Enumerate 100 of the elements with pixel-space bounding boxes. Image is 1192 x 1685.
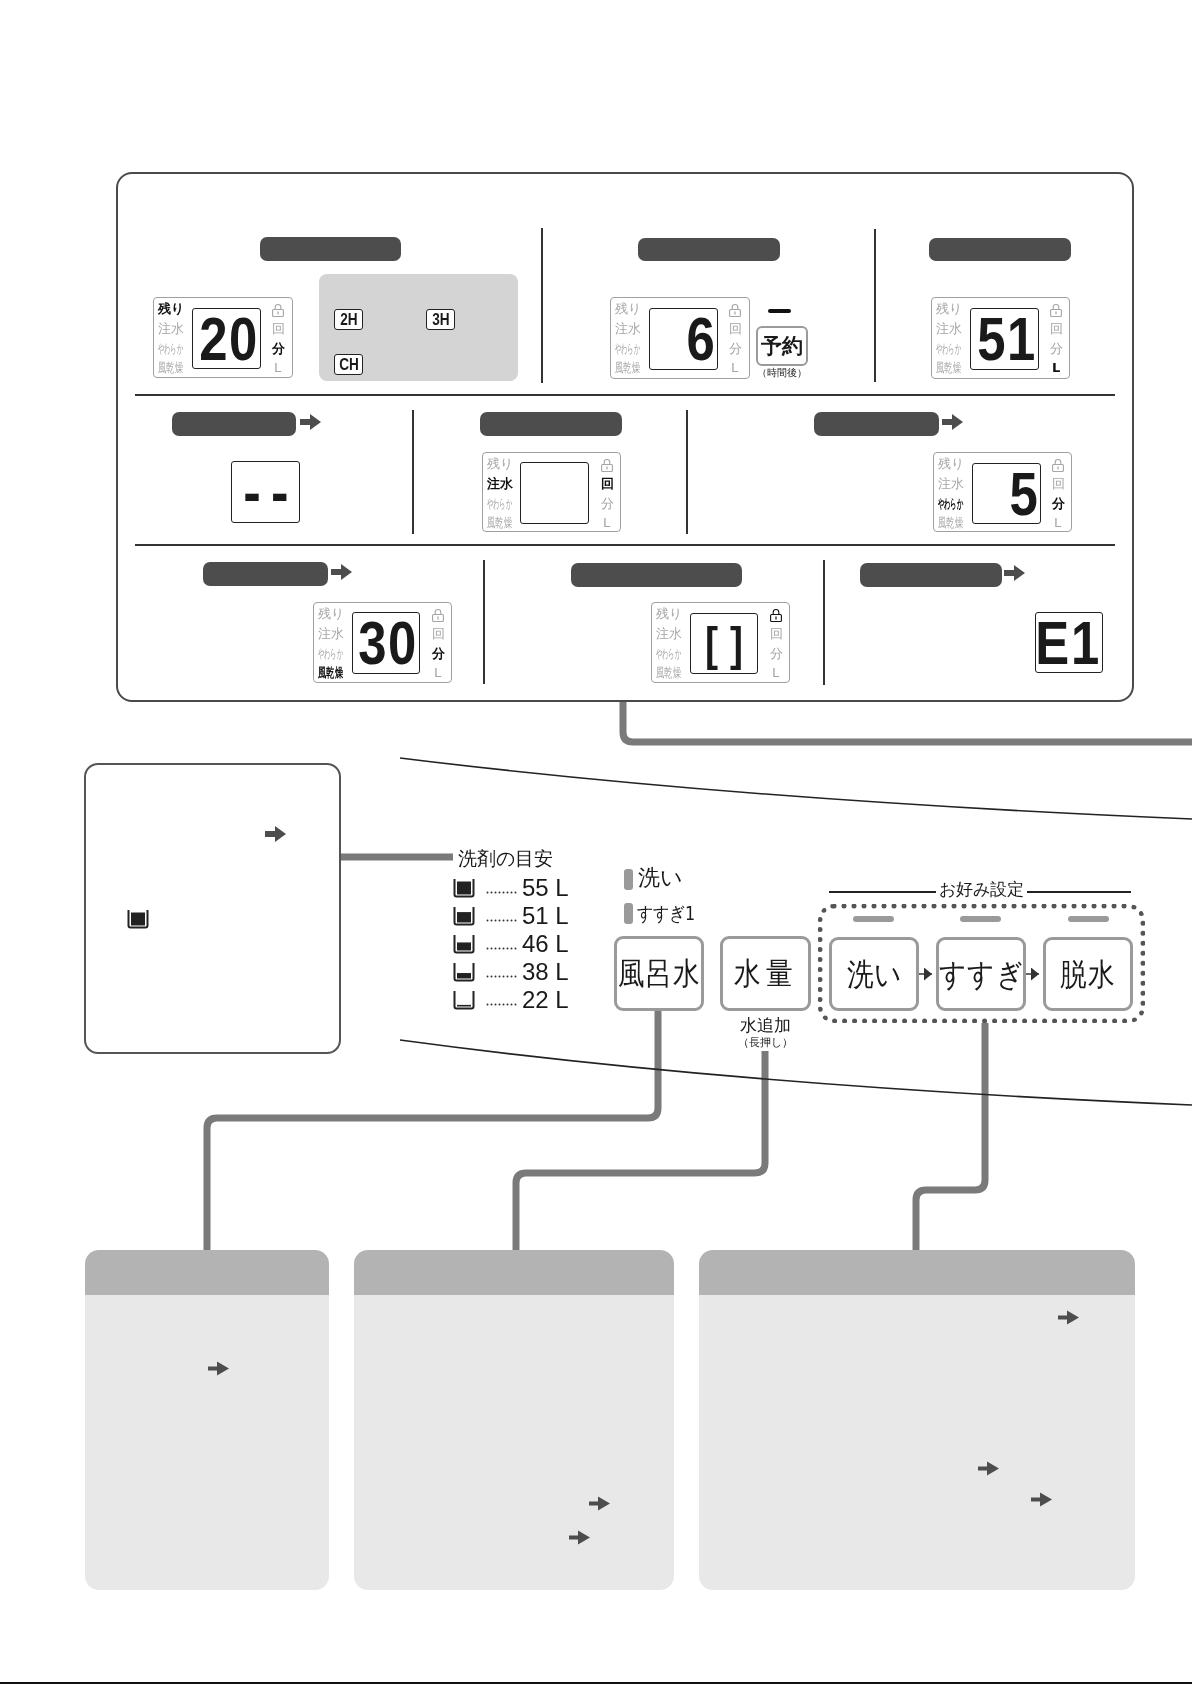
indicator-text: 注水 [615, 322, 641, 335]
heading-bar [260, 237, 401, 261]
indicator-text: 風乾燥 [158, 361, 183, 374]
indicator-text: やわらか [615, 342, 640, 355]
group-heading: お好み設定 [939, 881, 1024, 898]
volume-text: 46 L [522, 932, 569, 956]
indicator-text: 風乾燥 [318, 666, 343, 679]
segment-display: -- [231, 461, 300, 523]
indicator-text: L [603, 516, 611, 529]
panel-button: 予約 [756, 326, 808, 366]
button-caption: 水追加 [740, 1017, 791, 1034]
indicator-text: 残り [656, 607, 682, 620]
indicator-text: L [731, 361, 739, 374]
segment-display: 5 [972, 463, 1041, 524]
button-caption: （長押し） [738, 1037, 793, 1048]
lcd-panel [153, 297, 293, 378]
indicator-text: 残り [936, 302, 962, 315]
indicator-text: 回 [601, 477, 614, 490]
panel-button: 脱水 [1043, 937, 1133, 1011]
indicator-text: 注水 [938, 477, 964, 490]
lcd-panel [482, 452, 621, 532]
lcd-panel [313, 602, 452, 683]
segment-display: 20 [192, 308, 261, 369]
panel-button: すすぎ [936, 937, 1026, 1011]
heading-bar [172, 412, 296, 436]
heading-bar [929, 238, 1071, 261]
lcd-panel [651, 602, 790, 683]
connector-line [203, 1011, 662, 1250]
segment-display: 2H [334, 309, 363, 330]
heading-bar [638, 238, 780, 261]
arrow [918, 967, 933, 981]
indicator-text: 残り [487, 457, 513, 470]
volume-text: 55 L [522, 876, 569, 900]
indicator-text: 分 [1050, 342, 1063, 355]
indicator-text: やわらか [936, 342, 961, 355]
indicator-text: 残り [158, 302, 184, 315]
indicator-text: 風乾燥 [656, 666, 681, 679]
indicator-text: 回 [272, 322, 285, 335]
indicator-text: L [274, 361, 282, 374]
lamp-text: 洗い [638, 867, 683, 889]
indicator-text: 回 [770, 627, 783, 640]
info-card [85, 1250, 329, 1590]
indicator-text: L [772, 666, 780, 679]
indicator-text: 残り [615, 302, 641, 315]
indicator-text: 回 [729, 322, 742, 335]
heading-bar [814, 412, 939, 436]
volume-text: 22 L [522, 988, 569, 1012]
panel-frame [116, 172, 1134, 702]
segment-display: 6 [649, 308, 718, 370]
segment-display: 30 [352, 612, 420, 674]
segment-display: CH [334, 354, 363, 375]
indicator-text: 風乾燥 [615, 361, 640, 374]
lamp-text: すすぎ1 [637, 904, 696, 923]
panel-button: 水量 [720, 936, 811, 1011]
indicator-text: L [434, 666, 442, 679]
heading-bar [860, 563, 1002, 587]
indicator-text: 残り [938, 457, 964, 470]
guide-heading: 洗剤の目安 [458, 849, 553, 868]
indicator-text: 残り [318, 607, 344, 620]
indicator-text: 回 [1050, 322, 1063, 335]
segment-display: [] [690, 613, 758, 674]
indicator-text: やわらか [487, 497, 512, 510]
lcd-panel [931, 297, 1070, 379]
indicator-text: 注水 [656, 627, 682, 640]
arrow [1025, 967, 1040, 981]
indicator-text: 風乾燥 [938, 516, 963, 529]
shaded-panel [319, 274, 518, 381]
indicator-text: 注水 [936, 322, 962, 335]
indicator-text: L [1052, 361, 1061, 374]
indicator-text: 分 [729, 342, 742, 355]
info-card [699, 1250, 1135, 1590]
indicator-text: やわらか [318, 647, 343, 660]
indicator-text: 回 [1052, 477, 1065, 490]
panel-button: 風呂水 [614, 936, 704, 1011]
indicator-text: 分 [432, 647, 445, 660]
info-card [354, 1250, 674, 1590]
indicator-text: 注水 [318, 627, 344, 640]
indicator-text: 注水 [487, 477, 513, 490]
info-card [84, 763, 341, 1054]
volume-text: 38 L [522, 960, 569, 984]
heading-bar [203, 562, 328, 586]
indicator-text: やわらか [938, 497, 963, 510]
indicator-text: 風乾燥 [936, 361, 961, 374]
indicator-text: 分 [1052, 497, 1065, 510]
button-caption: （時間後） [757, 368, 807, 378]
lcd-panel [933, 452, 1072, 532]
indicator-text: やわらか [656, 647, 681, 660]
indicator-text: やわらか [158, 342, 183, 355]
indicator-text: 回 [432, 627, 445, 640]
lcd-panel [610, 297, 750, 379]
indicator-text: 風乾燥 [487, 516, 512, 529]
panel-button: 洗い [829, 937, 919, 1011]
volume-text: 51 L [522, 904, 569, 928]
indicator-text: 分 [601, 497, 614, 510]
indicator-text: 分 [770, 647, 783, 660]
indicator-text: 分 [272, 342, 285, 355]
segment-display: 51 [970, 308, 1039, 370]
heading-bar [480, 412, 622, 436]
segment-display: E1 [1035, 612, 1103, 673]
indicator-text: 注水 [158, 322, 184, 335]
